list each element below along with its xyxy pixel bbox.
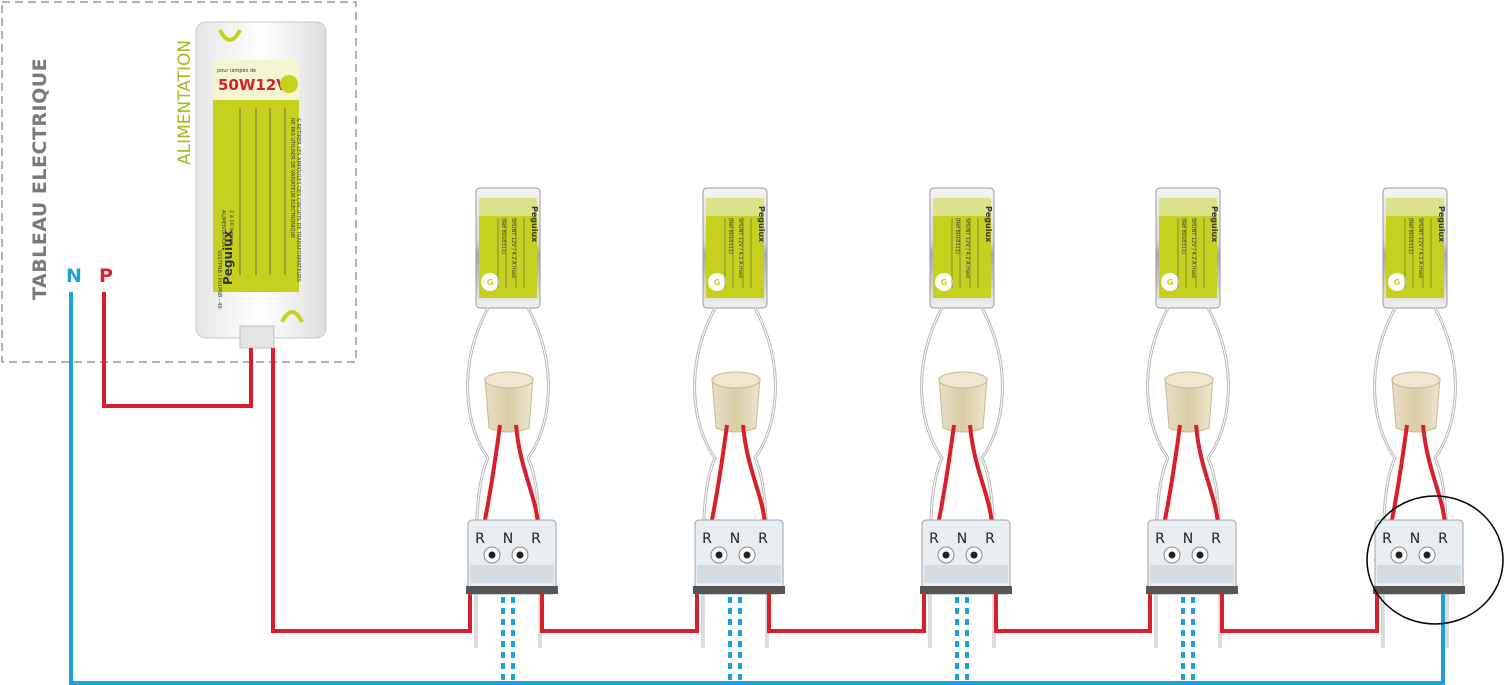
terminal-label: R (531, 531, 541, 547)
transformer-brand: Peguiux (757, 206, 766, 243)
terminal-label: R (475, 531, 485, 547)
lamp-red-wire (514, 424, 540, 526)
psu-rating: 50W12V (218, 76, 288, 94)
terminal-label: N (503, 531, 513, 547)
psu-body-line2: 2 à 10 lampes (228, 210, 235, 246)
phase-link-wire (767, 594, 926, 633)
psu-warning-line2: & RETIRER LES AMPOULES DES CIRCUITS DE T… (295, 118, 301, 282)
phase-link-wire (1220, 594, 1379, 633)
terminal-label: R (1155, 531, 1165, 547)
lamp-red-wire (936, 424, 956, 526)
lamp-cup (938, 371, 988, 433)
phase-link-wire (994, 594, 1152, 633)
terminal-label: N (730, 531, 740, 547)
psu-footer: SS07PNB / P01PNB - 40 (216, 250, 222, 309)
terminal-label: N (957, 531, 967, 547)
lamp-cup (1391, 371, 1441, 433)
terminal-label: R (702, 531, 712, 547)
phase-label: P (99, 265, 113, 287)
transformer-spec: SHUNT 12V / 4.2 A maxi (964, 218, 970, 278)
transformer-ref: (Ref 8018311) (1180, 218, 1186, 254)
transformer-ref: (Ref 8018311) (727, 218, 733, 254)
psu-warning-line1: NE PAS UTILISER DE VARIATEUR ELECTRONIQU… (289, 118, 295, 238)
terminal-label: R (758, 531, 768, 547)
lamp-wires (466, 306, 550, 650)
transformer-spec: SHUNT 12V / 4.2 A maxi (1417, 218, 1423, 278)
neutral-main-wire (69, 292, 1445, 685)
phase-output-wire (271, 348, 472, 633)
panel-border (1, 1, 357, 363)
lamp-unit-4: Peguiux SHUNT 12V / 4.2 A maxi (Ref 801831… (1146, 187, 1379, 683)
psu-body-line1: ALIMENTATION (220, 210, 226, 247)
terminal-label: N (1183, 531, 1193, 547)
psu-brand: Peguiux (221, 230, 235, 285)
terminal-label: N (1410, 531, 1420, 547)
lamp-red-wire (1421, 424, 1447, 526)
lamp-red-wire (709, 424, 729, 526)
transformer-ref: (Ref 8018311) (1407, 218, 1413, 254)
transformer-brand: Peguiux (1210, 206, 1219, 243)
lamp-wires (1146, 306, 1230, 650)
lamp-unit-3: Peguiux SHUNT 12V / 4.2 A maxi (Ref 801831… (920, 187, 1152, 683)
transformer-brand: Peguiux (1437, 206, 1446, 243)
terminal-label: R (1382, 531, 1392, 547)
lamp-cup (711, 371, 761, 433)
psu-header-small: pour lampes de (217, 68, 256, 74)
transformer-spec: SHUNT 12V / 4.2 A maxi (1190, 218, 1196, 278)
transformer-spec: SHUNT 12V / 4.2 A maxi (737, 218, 743, 278)
transformer-brand: Peguiux (984, 206, 993, 243)
lamp-red-wire (741, 424, 767, 526)
phase-panel-wire (102, 292, 253, 408)
phase-link-wire (540, 594, 699, 633)
transformer-spec: SHUNT 12V / 4.2 A maxi (510, 218, 516, 278)
highlight-circle (1366, 495, 1504, 625)
terminal-label: R (985, 531, 995, 547)
lamp-wires (920, 306, 1004, 650)
transformer-ref: (Ref 8018311) (500, 218, 506, 254)
transformer-ref: (Ref 8018311) (954, 218, 960, 254)
lamp-red-wire (1194, 424, 1220, 526)
terminal-label: R (929, 531, 939, 547)
lamp-red-wire (482, 424, 502, 526)
lamp-cup (484, 371, 534, 433)
lamp-unit-1: Peguiux SHUNT 12V / 4.2 A maxi (Ref 801831… (466, 187, 699, 683)
lamp-red-wire (1162, 424, 1182, 526)
psu-side-label: ALIMENTATION (175, 40, 195, 165)
terminal-label: R (1211, 531, 1221, 547)
lamp-unit-5: Peguiux SHUNT 12V / 4.2 A maxi (Ref 801831… (1373, 187, 1465, 650)
panel-title: TABLEAU ELECTRIQUE (29, 58, 51, 300)
lamp-red-wire (1389, 424, 1409, 526)
lamp-cup (1164, 371, 1214, 433)
lamp-wires (693, 306, 777, 650)
power-supply: pour lampes de 50W12V Peguiux ALIMENTATI… (195, 21, 327, 349)
transformer-brand: Peguiux (530, 206, 539, 243)
neutral-label: N (66, 265, 82, 287)
lamp-red-wire (968, 424, 994, 526)
lamp-unit-2: Peguiux SHUNT 12V / 4.2 A maxi (Ref 801831… (693, 187, 926, 683)
terminal-label: R (1438, 531, 1448, 547)
